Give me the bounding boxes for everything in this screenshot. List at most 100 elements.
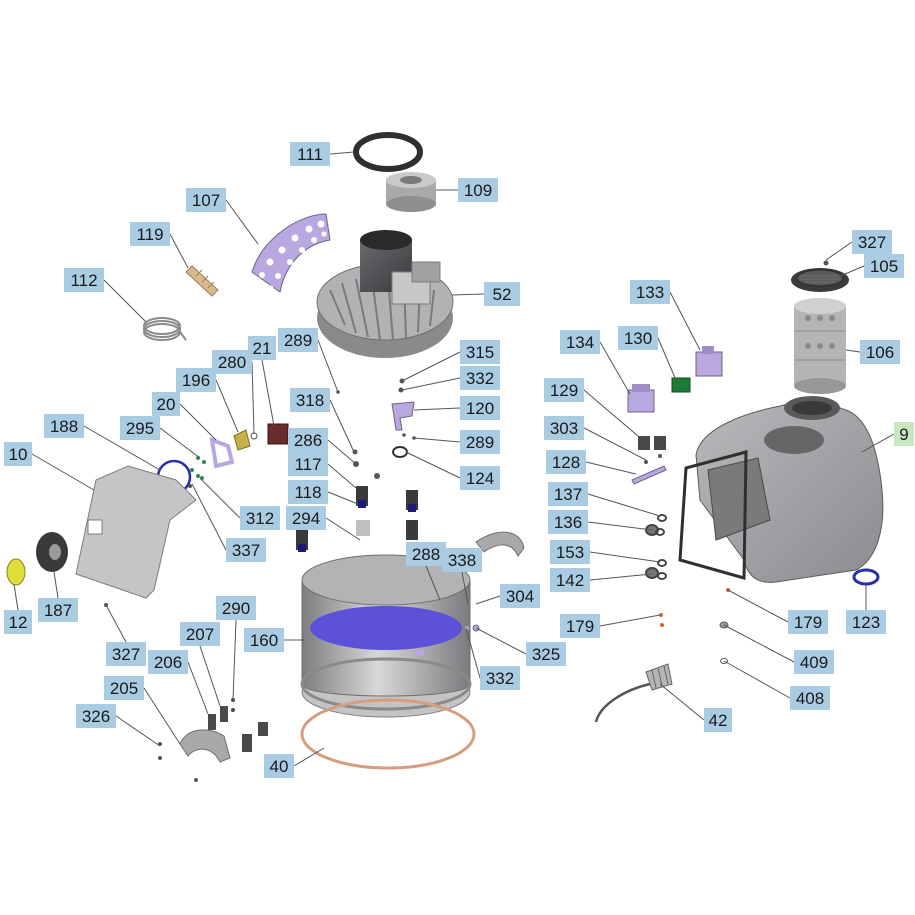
part-label-304[interactable]: 304 — [500, 584, 540, 608]
part-187-disc — [36, 532, 68, 572]
part-label-408[interactable]: 408 — [790, 686, 830, 710]
part-label-box — [526, 642, 566, 666]
part-label-52[interactable]: 52 — [484, 282, 520, 306]
part-label-text: 312 — [246, 509, 274, 528]
leader-line-288 — [425, 565, 441, 601]
part-label-119[interactable]: 119 — [130, 222, 170, 246]
leader-line-124 — [405, 451, 461, 479]
part-label-text: 142 — [556, 571, 584, 590]
part-label-21[interactable]: 21 — [248, 336, 276, 360]
part-label-20[interactable]: 20 — [152, 392, 180, 416]
part-label-318[interactable]: 318 — [290, 388, 330, 412]
part-label-160[interactable]: 160 — [244, 628, 284, 652]
part-label-289[interactable]: 289 — [460, 430, 500, 454]
part-label-box — [484, 282, 520, 306]
part-label-107[interactable]: 107 — [186, 188, 226, 212]
part-label-134[interactable]: 134 — [560, 330, 600, 354]
part-label-137[interactable]: 137 — [548, 482, 588, 506]
leader-line-338 — [461, 571, 469, 605]
part-label-12[interactable]: 12 — [4, 610, 32, 634]
part-label-196[interactable]: 196 — [176, 368, 216, 392]
part-label-box — [226, 538, 266, 562]
part-label-136[interactable]: 136 — [548, 510, 588, 534]
part-label-294[interactable]: 294 — [286, 506, 326, 530]
part-label-129[interactable]: 129 — [544, 378, 584, 402]
part-label-295[interactable]: 295 — [120, 416, 160, 440]
part-label-box — [106, 642, 146, 666]
part-label-box — [76, 704, 116, 728]
leader-line-409 — [723, 624, 795, 663]
part-label-box — [460, 430, 500, 454]
part-label-207[interactable]: 207 — [180, 622, 220, 646]
part-label-text: 129 — [550, 381, 578, 400]
part-107-perforated-plate — [251, 213, 331, 293]
part-label-box — [852, 230, 892, 254]
part-label-box — [544, 378, 584, 402]
part-label-332[interactable]: 332 — [480, 666, 520, 690]
part-295-312-337-screws — [190, 456, 206, 480]
part-label-326[interactable]: 326 — [76, 704, 116, 728]
part-325-332-hardware — [416, 624, 480, 656]
part-label-text: 327 — [858, 233, 886, 252]
part-label-337[interactable]: 337 — [226, 538, 266, 562]
part-label-315[interactable]: 315 — [460, 340, 500, 364]
part-label-325[interactable]: 325 — [526, 642, 566, 666]
part-label-106[interactable]: 106 — [860, 340, 900, 364]
part-label-text: 295 — [126, 419, 154, 438]
part-label-187[interactable]: 187 — [38, 598, 78, 622]
part-label-105[interactable]: 105 — [864, 254, 904, 278]
part-label-206[interactable]: 206 — [148, 650, 188, 674]
part-label-205[interactable]: 205 — [104, 676, 144, 700]
part-label-box — [286, 506, 326, 530]
part-label-312[interactable]: 312 — [240, 506, 280, 530]
part-label-text: 179 — [566, 617, 594, 636]
part-label-117[interactable]: 117 — [288, 452, 328, 476]
part-label-332[interactable]: 332 — [460, 366, 500, 390]
part-label-text: 21 — [253, 339, 272, 358]
part-label-133[interactable]: 133 — [630, 280, 670, 304]
part-label-327[interactable]: 327 — [106, 642, 146, 666]
part-label-text: 119 — [136, 225, 163, 244]
part-label-text: 318 — [296, 391, 324, 410]
part-label-179[interactable]: 179 — [560, 614, 600, 638]
part-label-290[interactable]: 290 — [216, 596, 256, 620]
part-label-188[interactable]: 188 — [44, 414, 84, 438]
part-123-o-ring — [852, 568, 880, 586]
leader-line-12 — [13, 583, 19, 611]
part-label-179[interactable]: 179 — [788, 610, 828, 634]
part-label-286[interactable]: 286 — [288, 428, 328, 452]
part-label-118[interactable]: 118 — [288, 480, 328, 504]
part-label-153[interactable]: 153 — [550, 540, 590, 564]
part-label-111[interactable]: 111 — [290, 142, 330, 166]
leader-line-133 — [669, 291, 701, 351]
part-label-text: 120 — [466, 399, 494, 418]
leader-line-289 — [317, 339, 339, 393]
part-label-280[interactable]: 280 — [212, 350, 252, 374]
part-label-40[interactable]: 40 — [264, 754, 294, 778]
part-303-screws — [644, 454, 662, 464]
part-label-124[interactable]: 124 — [460, 466, 500, 490]
leader-line-280 — [251, 361, 255, 435]
part-label-327[interactable]: 327 — [852, 230, 892, 254]
part-label-112[interactable]: 112 — [64, 268, 104, 292]
part-label-box — [176, 368, 216, 392]
part-label-9[interactable]: 9 — [894, 422, 914, 446]
part-label-109[interactable]: 109 — [458, 178, 498, 202]
part-label-box — [212, 350, 252, 374]
part-label-130[interactable]: 130 — [618, 326, 658, 350]
part-label-409[interactable]: 409 — [794, 650, 834, 674]
part-label-338[interactable]: 338 — [442, 548, 482, 572]
part-label-10[interactable]: 10 — [4, 442, 32, 466]
leader-line-134 — [599, 341, 631, 395]
part-label-128[interactable]: 128 — [546, 450, 586, 474]
part-label-42[interactable]: 42 — [704, 708, 732, 732]
part-label-303[interactable]: 303 — [544, 416, 584, 440]
part-label-box — [788, 610, 828, 634]
part-label-142[interactable]: 142 — [550, 568, 590, 592]
part-label-text: 9 — [899, 425, 908, 444]
part-label-120[interactable]: 120 — [460, 396, 500, 420]
part-label-289[interactable]: 289 — [278, 328, 318, 352]
part-label-288[interactable]: 288 — [406, 542, 446, 566]
part-label-box — [460, 366, 500, 390]
part-label-123[interactable]: 123 — [846, 610, 886, 634]
